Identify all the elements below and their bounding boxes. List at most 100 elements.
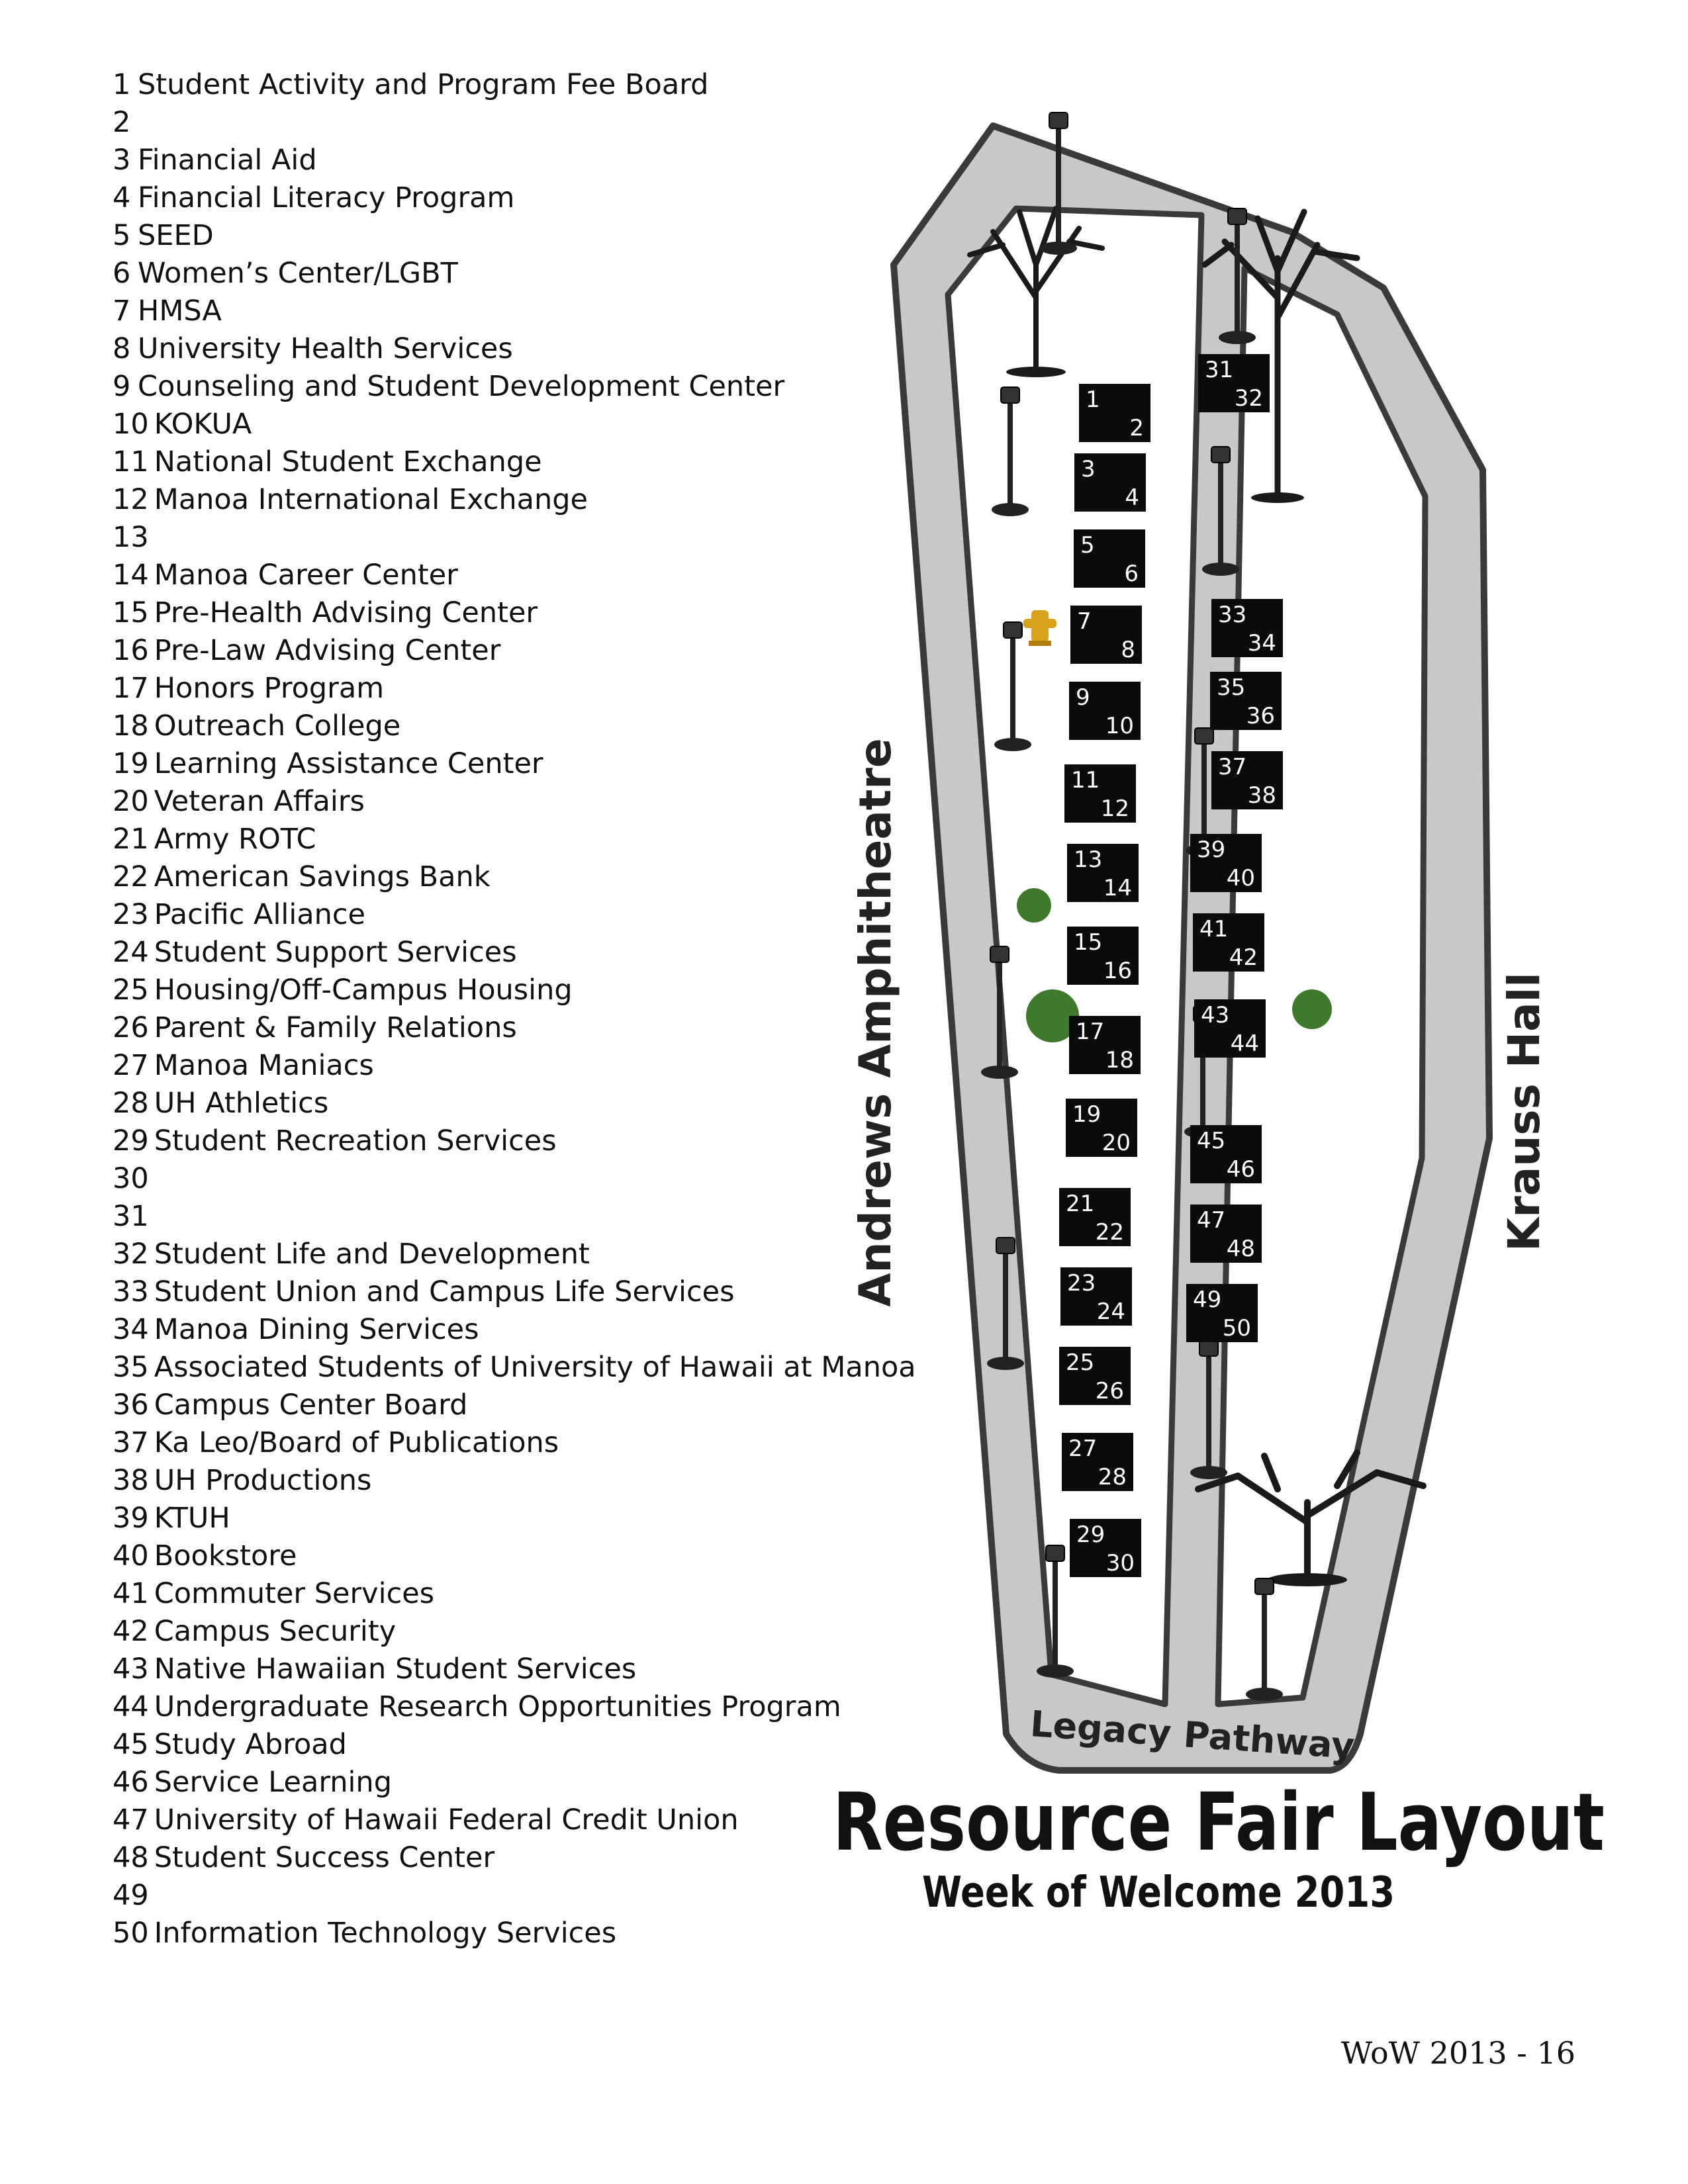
booth-list-number: 30 [113, 1162, 149, 1195]
booth-list-name: American Savings Bank [154, 860, 491, 893]
booth-number-a: 27 [1068, 1435, 1097, 1462]
booth-list-item: 13 [113, 519, 916, 557]
booth-grid: 1234567891011121314151617181920212223242… [1059, 354, 1283, 1577]
krauss-hall-label: Krauss Hall [1499, 972, 1550, 1251]
booth-number-a: 49 [1193, 1287, 1221, 1313]
booth-list-number: 48 [113, 1841, 149, 1874]
booth-list-name: Study Abroad [154, 1728, 347, 1761]
booth-number-b: 32 [1235, 385, 1263, 412]
booth-list-name: Parent & Family Relations [154, 1011, 517, 1044]
booth-list-item: 30 [113, 1160, 916, 1198]
booth-list-name: Army ROTC [154, 823, 316, 856]
booth-list-name: Undergraduate Research Opportunities Pro… [154, 1690, 841, 1723]
booth-number-b: 14 [1103, 875, 1132, 901]
page-footer: WoW 2013 - 16 [1340, 2035, 1575, 2071]
booth-list-name: Bookstore [154, 1539, 297, 1572]
booth-list-number: 41 [113, 1577, 149, 1610]
booth-number-a: 29 [1076, 1522, 1105, 1548]
booth-number-a: 33 [1218, 602, 1246, 628]
booth-list-name: KTUH [154, 1502, 230, 1535]
booth-number-b: 34 [1248, 630, 1276, 657]
booth-list-number: 7 [113, 295, 131, 328]
booth-rect [1059, 1347, 1131, 1405]
booth-rect [1198, 354, 1270, 412]
booth-list-number: 14 [113, 559, 149, 592]
booth-list-name: Campus Center Board [154, 1388, 468, 1422]
booth-number-b: 40 [1227, 865, 1255, 891]
booth-number-a: 25 [1066, 1349, 1094, 1376]
booth-number-b: 36 [1246, 703, 1275, 729]
booth-number-b: 30 [1106, 1550, 1135, 1576]
booth-rect [1067, 927, 1139, 985]
lamp-post-icon [1040, 112, 1077, 255]
shrub-icon [1292, 989, 1332, 1029]
booth-list-number: 37 [113, 1426, 149, 1459]
booth-number-a: 41 [1199, 916, 1228, 942]
booth-list-number: 6 [113, 257, 131, 290]
booth-list-name: Women’s Center/LGBT [138, 257, 458, 290]
booth-list-name: UH Productions [154, 1464, 372, 1497]
booth-rect [1079, 384, 1150, 442]
booth-list-name: Manoa Dining Services [154, 1313, 479, 1346]
booth-list-name: Financial Literacy Program [138, 181, 515, 214]
booth-number-a: 17 [1076, 1019, 1104, 1045]
fire-hydrant-icon [1023, 610, 1056, 646]
booth-number-a: 13 [1074, 846, 1102, 873]
booth-list-number: 38 [113, 1464, 149, 1497]
booth-box: 34 [1074, 453, 1146, 512]
page-subtitle: Week of Welcome 2013 [921, 1868, 1395, 1917]
booth-list-item: 49 [113, 1877, 916, 1915]
booth-list-number: 1 [113, 68, 131, 101]
booth-list-number: 24 [113, 936, 149, 969]
booth-list-number: 35 [113, 1351, 149, 1384]
booth-list-number: 32 [113, 1238, 149, 1271]
booth-number-a: 21 [1066, 1191, 1094, 1217]
booth-list-number: 45 [113, 1728, 149, 1761]
booth-list-name: Pre-Law Advising Center [154, 634, 501, 667]
booth-rect [1070, 606, 1142, 664]
booth-list-name: Pacific Alliance [154, 898, 366, 931]
booth-number-b: 48 [1227, 1236, 1255, 1262]
booth-number-b: 6 [1124, 561, 1139, 587]
booth-rect [1211, 599, 1283, 657]
booth-list-number: 27 [113, 1049, 149, 1082]
tree-icon [1195, 1449, 1427, 1586]
booth-number-b: 38 [1248, 782, 1276, 809]
booth-list-name: Student Life and Development [154, 1238, 590, 1271]
booth-number-a: 31 [1205, 357, 1233, 383]
booth-list-name: Student Recreation Services [154, 1124, 557, 1158]
booth-list-number: 15 [113, 596, 149, 629]
booth-number-a: 5 [1080, 532, 1095, 559]
shrub-icon [1026, 989, 1079, 1042]
booth-number-b: 26 [1096, 1378, 1124, 1404]
booth-rect [1074, 529, 1145, 588]
lamp-post-icon [994, 621, 1031, 751]
booth-number-a: 47 [1197, 1207, 1225, 1234]
booth-list-number: 16 [113, 634, 149, 667]
